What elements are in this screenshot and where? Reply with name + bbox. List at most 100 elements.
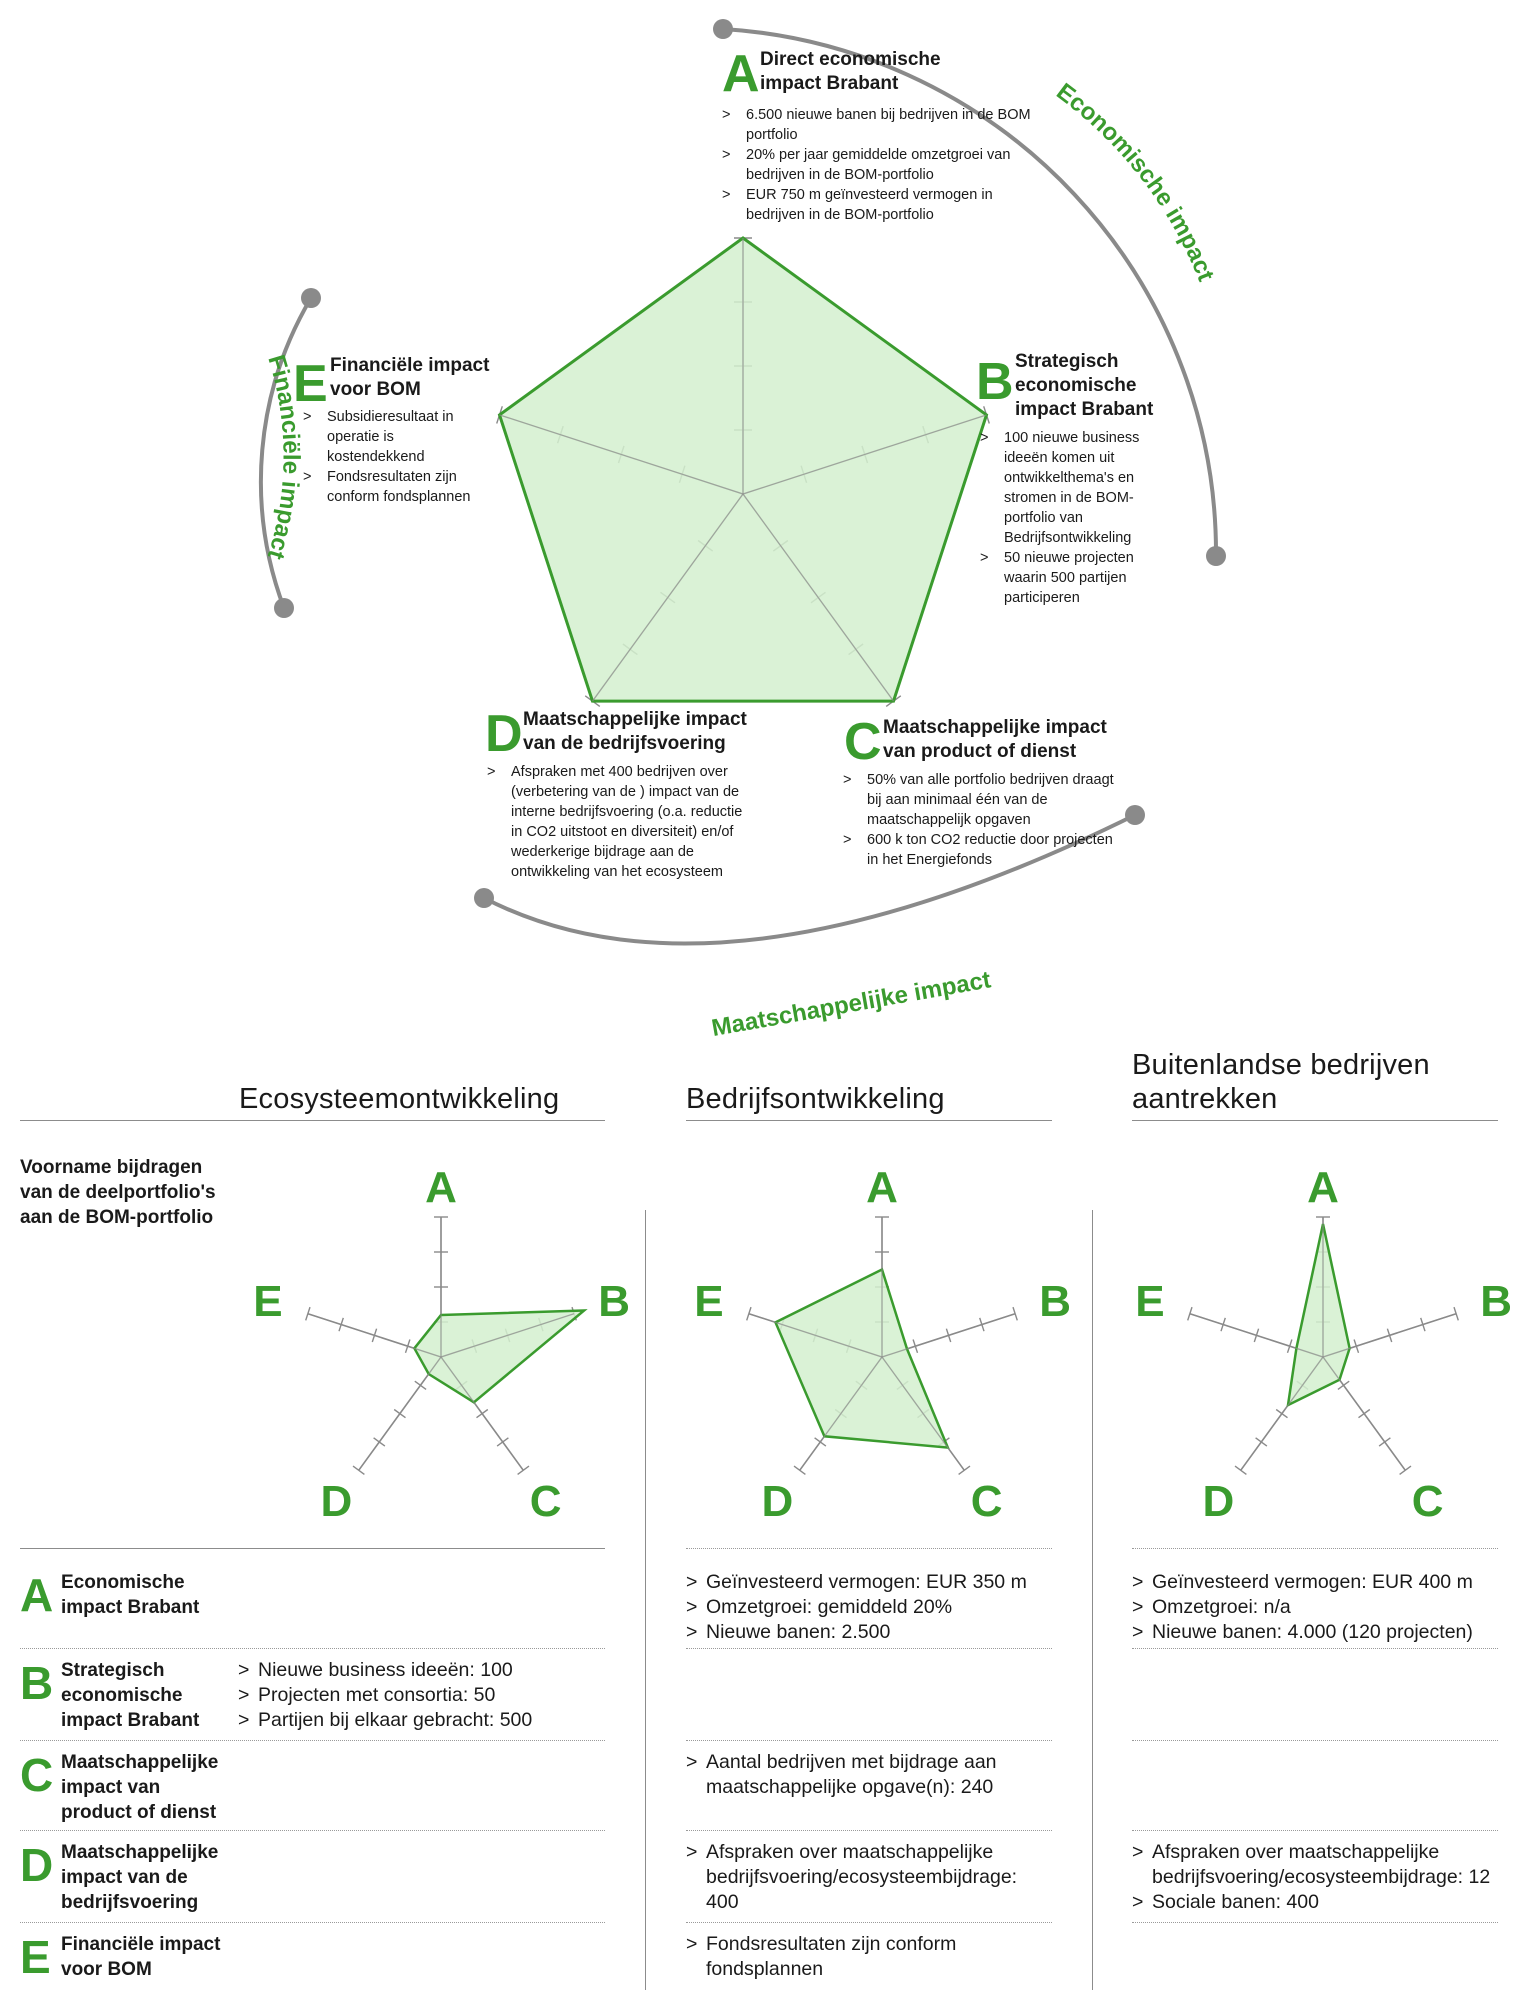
main-radar-chart bbox=[496, 236, 990, 707]
radar-tick bbox=[1453, 1306, 1459, 1321]
row-name-line: Strategisch bbox=[61, 1660, 165, 1681]
row-name-line: impact van de bbox=[61, 1867, 188, 1888]
letter-a: A bbox=[722, 45, 760, 103]
row-letter-b: B bbox=[20, 1657, 54, 1709]
radar-axis-overlay bbox=[592, 493, 744, 702]
radar-axis-overlay bbox=[440, 1356, 524, 1471]
row-letter-a: A bbox=[20, 1569, 54, 1621]
row-separator-eco bbox=[20, 1922, 605, 1923]
radar-axis-label-a: A bbox=[425, 1163, 457, 1212]
table-list-item: Partijen bij elkaar gebracht: 500 bbox=[238, 1708, 598, 1733]
impact-c-title-line-2: van product of dienst bbox=[883, 741, 1077, 762]
radar-axis-overlay bbox=[440, 1313, 575, 1358]
radar-axis-label-e: E bbox=[694, 1277, 723, 1326]
radar-axis-overlay bbox=[742, 414, 987, 495]
row-a-bb-list: Geïnvesteerd vermogen: EUR 400 mOmzetgro… bbox=[1132, 1570, 1498, 1645]
impact-c-bullets: 50% van alle portfolio bedrijven draagt … bbox=[843, 770, 1128, 870]
bullet-item: 100 nieuwe business ideeën komen uit ont… bbox=[980, 428, 1165, 548]
table-list-item: Omzetgroei: gemiddeld 20% bbox=[686, 1595, 1052, 1620]
radar-axis-label-a: A bbox=[1307, 1163, 1339, 1212]
letter-c: C bbox=[844, 713, 882, 771]
radar-axis-label-a: A bbox=[866, 1163, 898, 1212]
financial-arc-end-dot bbox=[274, 598, 294, 618]
row-separator-bb bbox=[1132, 1830, 1498, 1831]
radar-axis-label-c: C bbox=[530, 1477, 562, 1526]
economic-arc-start-dot bbox=[713, 19, 733, 39]
impact-a-title-line-1: Direct economische bbox=[760, 49, 941, 70]
bullet-item: 600 k ton CO2 reductie door projecten in… bbox=[843, 830, 1128, 870]
row-e-bo-list: Fondsresultaten zijn conform fondsplanne… bbox=[686, 1932, 1052, 1982]
radar-axis-overlay bbox=[1240, 1356, 1324, 1471]
contribution-side-label: Voorname bijdragen van de deelportfolio'… bbox=[20, 1155, 216, 1230]
impact-e-title-line-1: Financiële impact bbox=[330, 355, 490, 376]
column-title-foreign-line-1: Buitenlandse bedrijven bbox=[1132, 1049, 1430, 1081]
table-top-rule-business-dev bbox=[686, 1548, 1052, 1549]
impact-d-title-line-2: van de bedrijfsvoering bbox=[523, 733, 726, 754]
table-list-item: Sociale banen: 400 bbox=[1132, 1890, 1498, 1915]
social-impact-label: Maatschappelijke impact bbox=[710, 966, 993, 1042]
row-name-line: bedrijfsvoering bbox=[61, 1892, 199, 1913]
impact-c-title-line-1: Maatschappelijke impact bbox=[883, 717, 1107, 738]
impact-e-title: Financiële impact voor BOM bbox=[330, 354, 489, 402]
header-rule-ecosystem bbox=[20, 1120, 605, 1121]
radar-axis-overlay bbox=[799, 1356, 883, 1471]
row-name-line: Economische bbox=[61, 1572, 185, 1593]
row-name-line: Maatschappelijke bbox=[61, 1752, 219, 1773]
side-label-line-3: aan de BOM-portfolio bbox=[20, 1207, 214, 1228]
radar-axis-overlay bbox=[499, 414, 744, 495]
column-divider-1 bbox=[645, 1210, 646, 1990]
economic-impact-arc bbox=[722, 27, 1219, 557]
radar-axis-overlay bbox=[881, 1313, 1016, 1358]
radar-tick bbox=[1012, 1306, 1018, 1321]
radar-axis-label-c: C bbox=[971, 1477, 1003, 1526]
radar-polygon bbox=[1286, 1223, 1351, 1408]
row-letter-d: D bbox=[20, 1839, 54, 1891]
bullet-item: 20% per jaar gemiddelde omzetgroei van b… bbox=[722, 145, 1042, 185]
row-separator-bb bbox=[1132, 1740, 1498, 1741]
row-separator-bo bbox=[686, 1922, 1052, 1923]
bullet-item: Subsidieresultaat in operatie is kostend… bbox=[303, 407, 493, 467]
row-separator-eco bbox=[20, 1830, 605, 1831]
impact-a-title: Direct economische impact Brabant bbox=[760, 48, 941, 96]
radar-axis-overlay bbox=[742, 493, 894, 702]
table-list-item: Aantal bedrijven met bijdrage aan maatsc… bbox=[686, 1750, 1052, 1800]
row-name-line: product of dienst bbox=[61, 1802, 217, 1823]
row-name-line: Financiële impact bbox=[61, 1934, 221, 1955]
economic-arc-end-dot bbox=[1206, 546, 1226, 566]
row-separator-bo bbox=[686, 1648, 1052, 1649]
bullet-item: EUR 750 m geïnvesteerd vermogen in bedri… bbox=[722, 185, 1042, 225]
radar-axis-label-b: B bbox=[1039, 1277, 1071, 1326]
social-arc-start-dot bbox=[474, 888, 494, 908]
row-separator-eco bbox=[20, 1648, 605, 1649]
bullet-item: Afspraken met 400 bedrijven over (verbet… bbox=[487, 762, 757, 882]
radar-axis-label-b: B bbox=[598, 1277, 630, 1326]
bullet-item: Fondsresultaten zijn conform fondsplanne… bbox=[303, 467, 493, 507]
impact-b-title-line-2: economische bbox=[1015, 375, 1137, 396]
column-title-foreign-line-2: aantrekken bbox=[1132, 1083, 1278, 1115]
header-rule-business-dev bbox=[686, 1120, 1052, 1121]
impact-a-bullets: 6.500 nieuwe banen bij bedrijven in de B… bbox=[722, 105, 1042, 225]
impact-a-title-line-2: impact Brabant bbox=[760, 73, 899, 94]
radar-axis-label-d: D bbox=[1203, 1477, 1235, 1526]
side-label-line-1: Voorname bijdragen bbox=[20, 1157, 203, 1178]
row-separator-bo bbox=[686, 1740, 1052, 1741]
impact-d-title: Maatschappelijke impact van de bedrijfsv… bbox=[523, 708, 747, 756]
table-list-item: Afspraken over maatschappelijke bedrijfs… bbox=[686, 1840, 1052, 1915]
table-top-rule-foreign bbox=[1132, 1548, 1498, 1549]
financial-arc-start-dot bbox=[301, 288, 321, 308]
letter-b: B bbox=[976, 353, 1014, 411]
table-top-rule-ecosystem bbox=[20, 1548, 605, 1549]
radar-axis-label-c: C bbox=[1412, 1477, 1444, 1526]
radar-axis-label-e: E bbox=[253, 1277, 282, 1326]
impact-e-bullets: Subsidieresultaat in operatie is kostend… bbox=[303, 407, 493, 507]
impact-b-title: Strategisch economische impact Brabant bbox=[1015, 350, 1153, 422]
table-list-item: Nieuwe banen: 2.500 bbox=[686, 1620, 1052, 1645]
row-separator-bo bbox=[686, 1830, 1052, 1831]
